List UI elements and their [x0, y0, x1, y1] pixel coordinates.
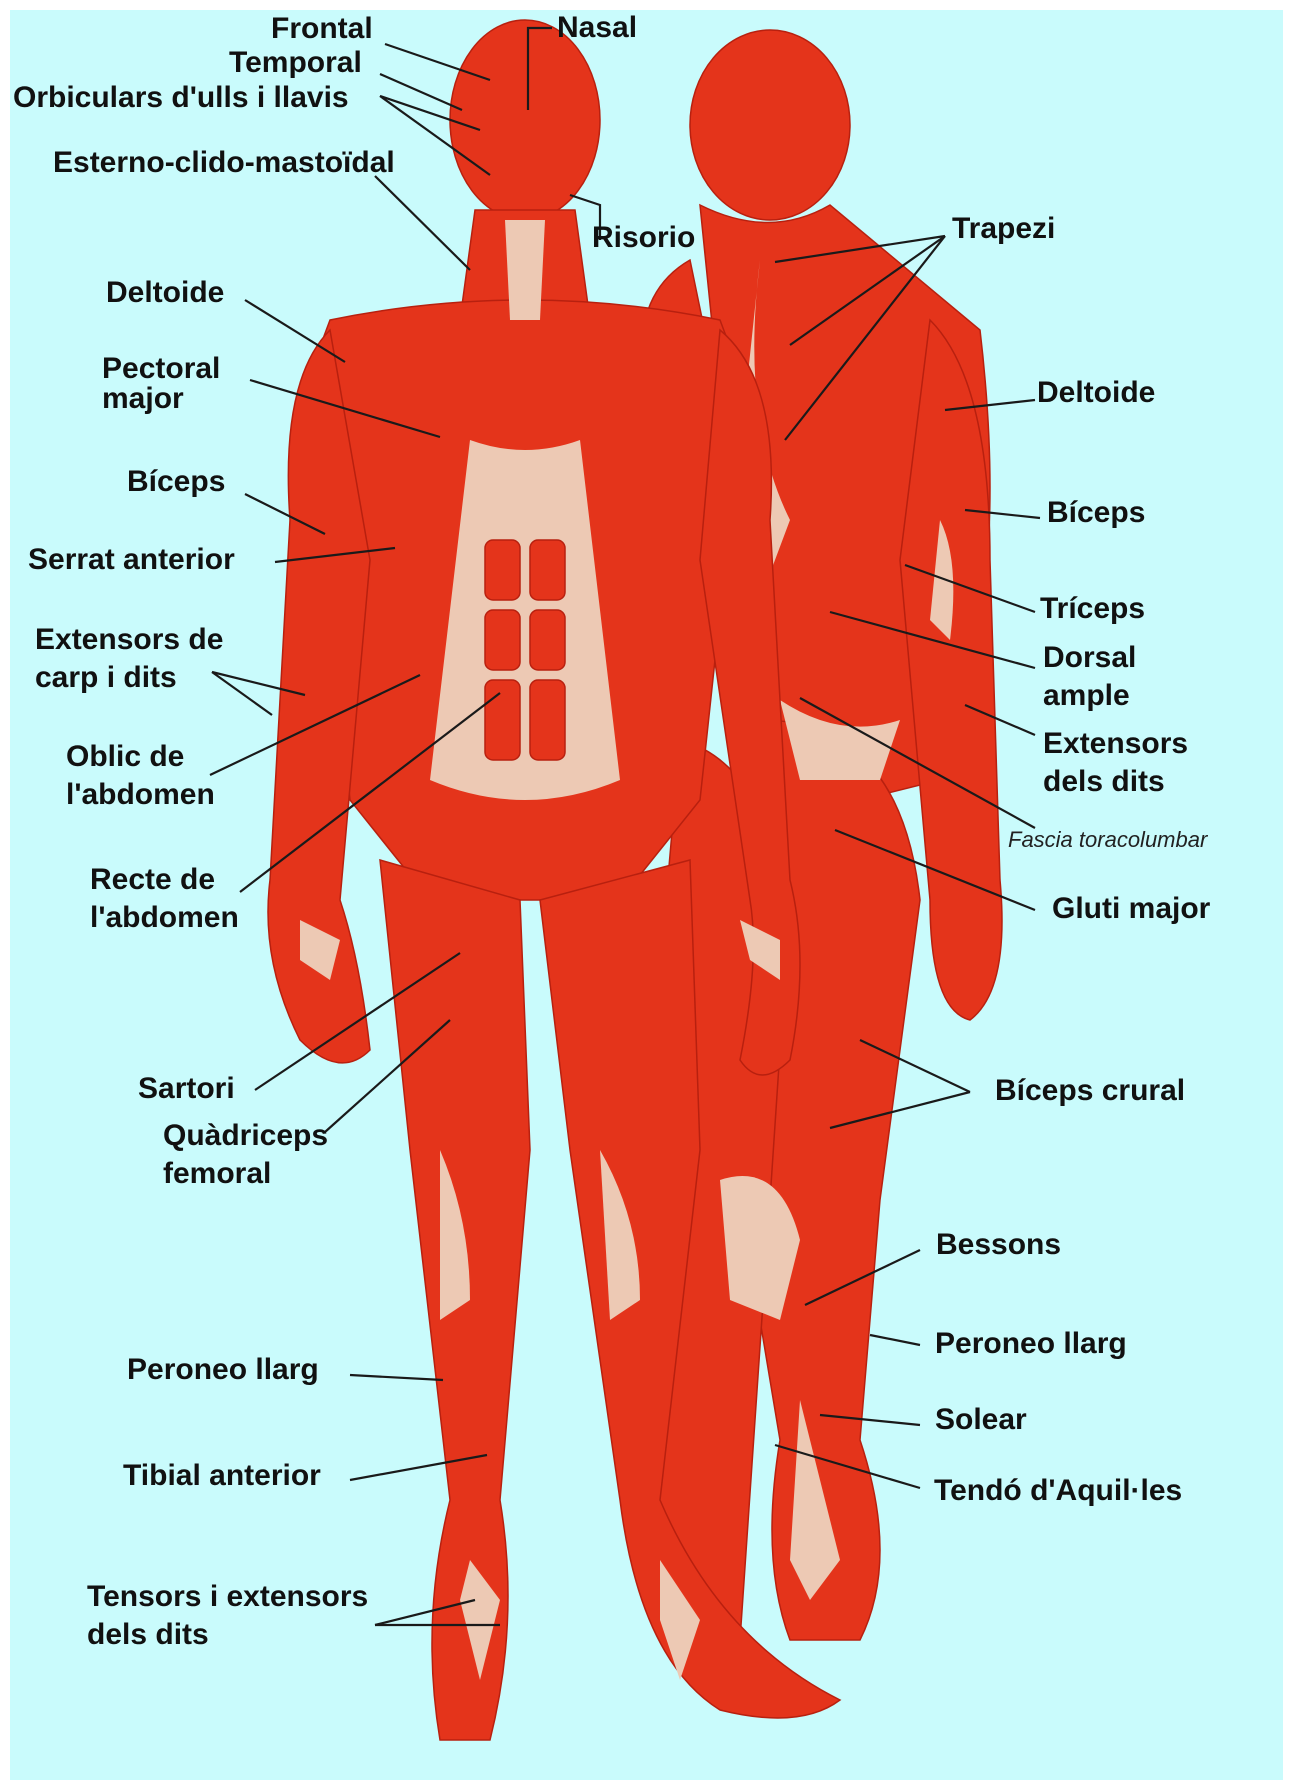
label-oblic-line1: Oblic de	[66, 738, 184, 776]
label-quadriceps-line1: Quàdriceps	[163, 1117, 328, 1155]
label-triceps: Tríceps	[1040, 590, 1145, 628]
label-oblic-line2: l'abdomen	[66, 776, 215, 814]
label-fascia-toracolumbar: Fascia toracolumbar	[1008, 827, 1207, 853]
label-tensors-line1: Tensors i extensors	[87, 1578, 368, 1616]
posterior-figure	[640, 30, 1002, 1640]
label-extensors-carp-line1: Extensors de	[35, 621, 223, 659]
label-pectoral-line2: major	[102, 380, 184, 418]
label-serrat-anterior: Serrat anterior	[28, 541, 235, 579]
label-trapezi: Trapezi	[952, 210, 1055, 248]
label-sartori: Sartori	[138, 1070, 235, 1108]
label-biceps-back: Bíceps	[1047, 494, 1145, 532]
label-solear: Solear	[935, 1401, 1027, 1439]
label-tensors-line2: dels dits	[87, 1616, 209, 1654]
label-peroneo-back: Peroneo llarg	[935, 1325, 1127, 1363]
label-tibial-anterior: Tibial anterior	[123, 1457, 321, 1495]
label-orbiculars: Orbiculars d'ulls i llavis	[13, 79, 349, 117]
label-dorsal-line2: ample	[1043, 677, 1130, 715]
label-nasal: Nasal	[557, 9, 637, 47]
label-deltoide-front: Deltoide	[106, 274, 224, 312]
label-risorio: Risorio	[592, 219, 695, 257]
label-esterno-clido-mastoidal: Esterno-clido-mastoïdal	[53, 144, 395, 182]
label-peroneo-front: Peroneo llarg	[127, 1351, 319, 1389]
label-frontal: Frontal	[271, 10, 373, 48]
label-recte-line1: Recte de	[90, 861, 215, 899]
label-tendo-aquil-les: Tendó d'Aquil·les	[934, 1472, 1182, 1510]
label-extensors-carp-line2: carp i dits	[35, 659, 177, 697]
label-extensors-dits-line2: dels dits	[1043, 763, 1165, 801]
label-temporal: Temporal	[229, 44, 362, 82]
label-bessons: Bessons	[936, 1226, 1061, 1264]
label-extensors-dits-line1: Extensors	[1043, 725, 1188, 763]
label-biceps-crural: Bíceps crural	[995, 1072, 1185, 1110]
label-quadriceps-line2: femoral	[163, 1155, 271, 1193]
label-recte-line2: l'abdomen	[90, 899, 239, 937]
label-deltoide-back: Deltoide	[1037, 374, 1155, 412]
label-biceps-front: Bíceps	[127, 463, 225, 501]
label-gluti-major: Gluti major	[1052, 890, 1210, 928]
label-dorsal-line1: Dorsal	[1043, 639, 1136, 677]
